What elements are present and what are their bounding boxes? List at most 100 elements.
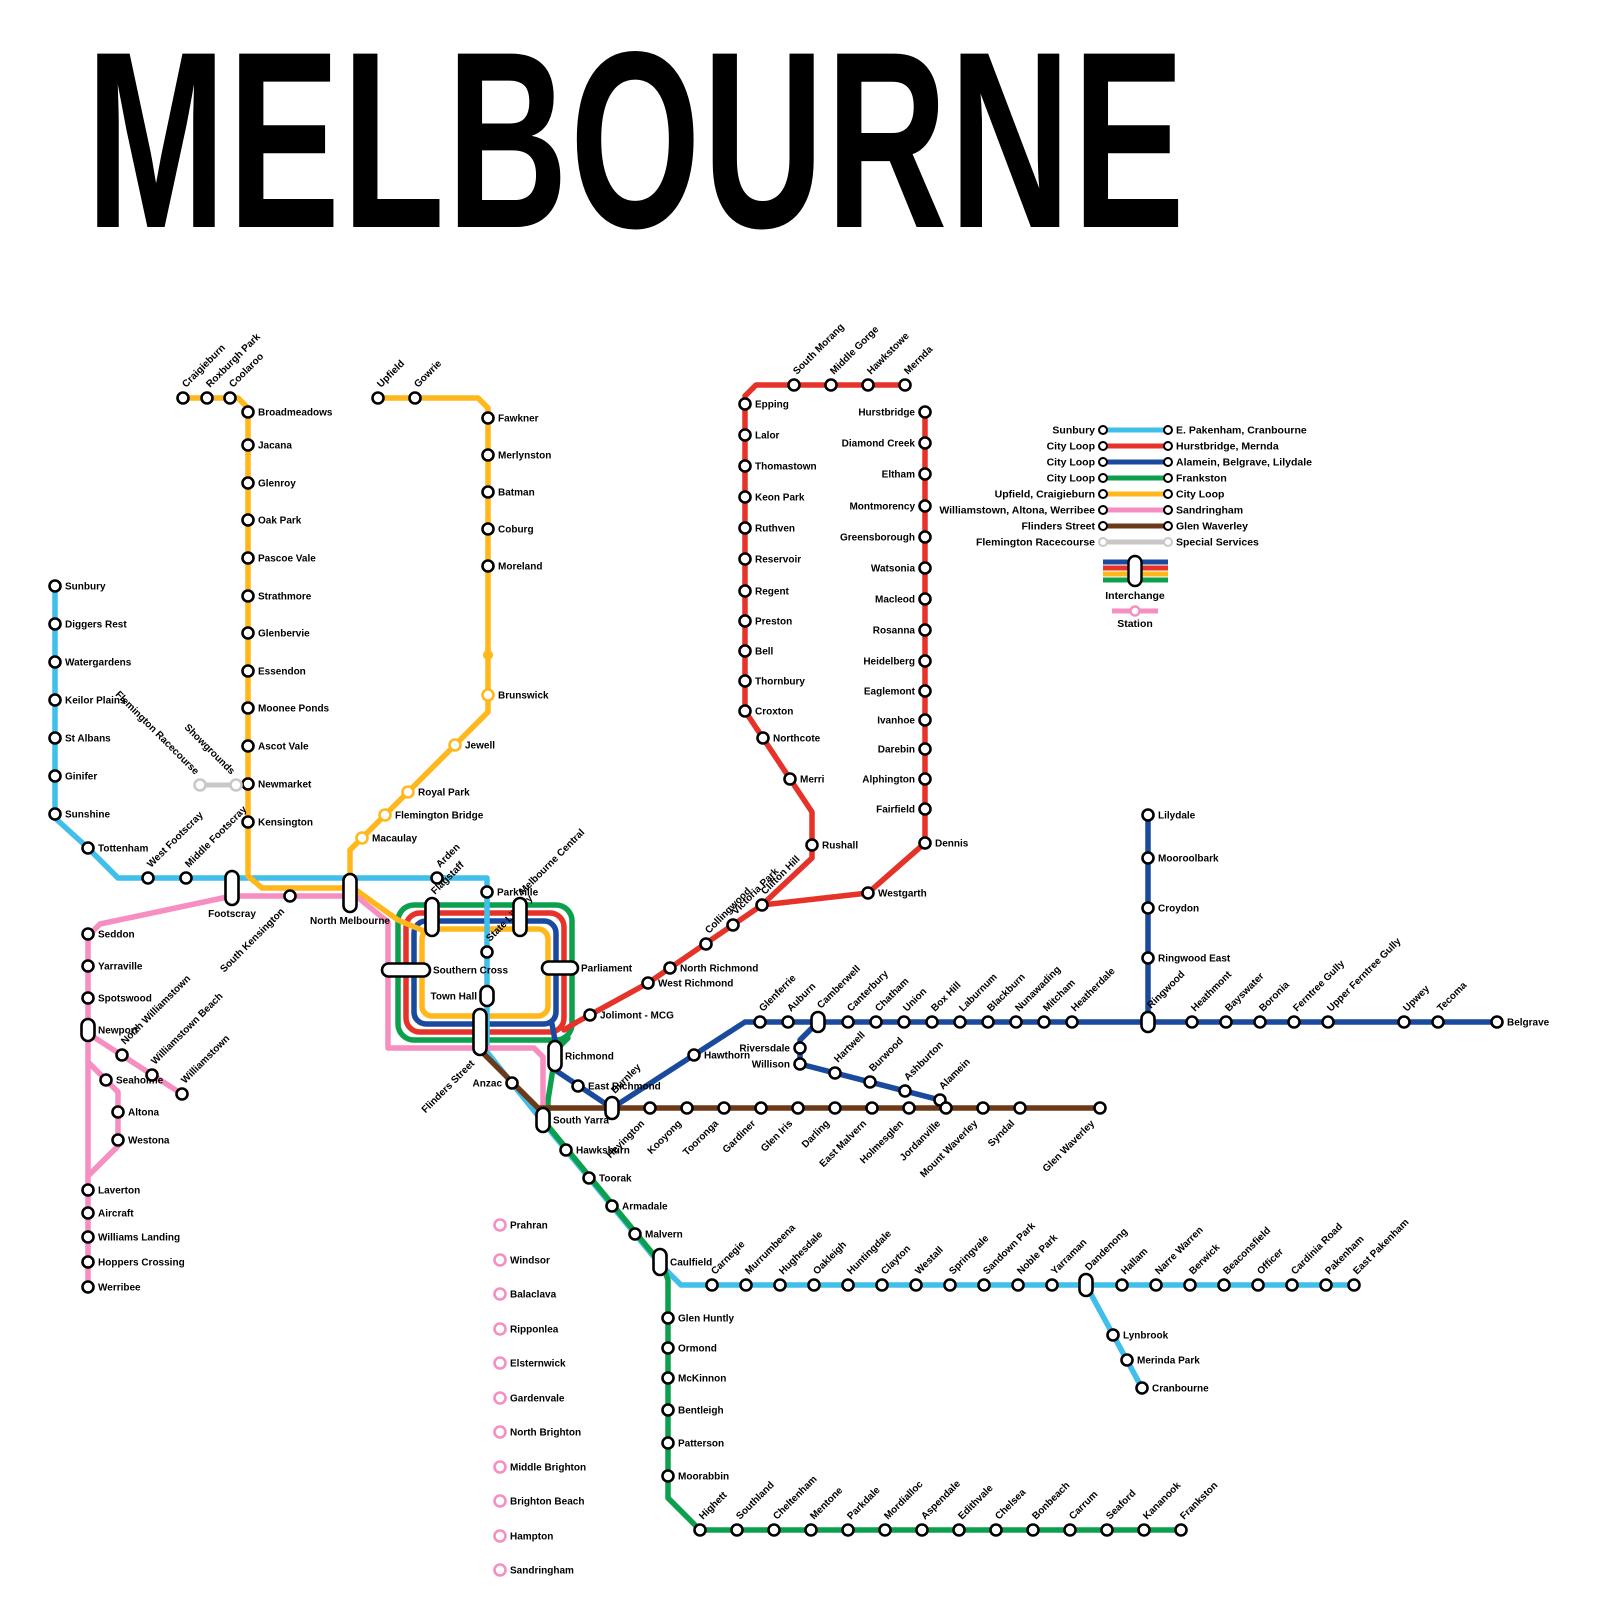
station-beaconsfield: Beaconsfield <box>1217 1225 1273 1292</box>
station-label: Essendon <box>258 667 306 678</box>
station-label: Rosanna <box>873 626 916 637</box>
station-hurstbridge: Hurstbridge <box>858 405 932 419</box>
station-label: Williamstown <box>179 1033 232 1086</box>
station-hoppers-crossing: Hoppers Crossing <box>81 1255 185 1269</box>
station-label: Box Hill <box>929 980 963 1014</box>
station-brighton-beach: Brighton Beach <box>493 1494 584 1508</box>
line-werribee-williamstown-altona-3 <box>353 893 546 1113</box>
station-label: McKinnon <box>678 1374 726 1385</box>
station-werribee: Werribee <box>81 1280 141 1294</box>
station-label: Riversdale <box>739 1044 790 1055</box>
station-label: Chelsea <box>993 1487 1028 1522</box>
station-mount-waverley: Mount Waverley <box>918 1101 990 1180</box>
station-flemington-bridge: Flemington Bridge <box>378 808 484 822</box>
station-label: Bonbeach <box>1030 1480 1072 1522</box>
station-label: Bell <box>755 647 774 658</box>
station-thornbury: Thornbury <box>738 674 805 688</box>
legend-right-label: E. Pakenham, Cranbourne <box>1176 425 1307 437</box>
station-dennis: Dennis <box>918 836 969 850</box>
station-label: Oak Park <box>258 516 302 527</box>
legend-endpoint-icon <box>1098 505 1108 515</box>
station-label: Merri <box>800 775 825 786</box>
station-label: Croydon <box>1158 904 1199 915</box>
station-label: Ringwood <box>1145 969 1187 1011</box>
station-richmond: Richmond <box>547 1039 614 1073</box>
station-label: Hurstbridge <box>858 408 915 419</box>
legend-endpoint-icon <box>1098 441 1108 451</box>
station-belgrave: Belgrave <box>1490 1015 1550 1029</box>
station-label: Richmond <box>565 1052 614 1063</box>
station-rosanna: Rosanna <box>873 623 932 637</box>
station-label: Footscray <box>208 909 256 920</box>
station-regent: Regent <box>738 584 790 598</box>
station-label: Seaford <box>1104 1488 1138 1522</box>
station-anzac: Anzac <box>473 1076 519 1090</box>
legend-left-label: Flemington Racecourse <box>976 537 1095 549</box>
station-label: Clayton <box>879 1243 913 1277</box>
legend-endpoint-icon <box>1163 505 1173 515</box>
station-label: Glenbervie <box>258 629 310 640</box>
station-westgarth: Westgarth <box>861 886 927 900</box>
station-label: Fawkner <box>498 414 539 425</box>
station-st-albans: St Albans <box>48 731 111 745</box>
station-watsonia: Watsonia <box>871 561 932 575</box>
station-label: Newmarket <box>258 780 312 791</box>
station-label: Parkville <box>497 888 539 899</box>
line-craigieburn-upfield-2 <box>353 887 427 934</box>
station-diamond-creek: Diamond Creek <box>842 436 932 450</box>
station-caulfield: Caulfield <box>652 1247 712 1277</box>
station-label: Southern Cross <box>433 966 508 977</box>
station-sunshine: Sunshine <box>48 807 110 821</box>
station-label: Laverton <box>98 1186 140 1197</box>
station-ascot-vale: Ascot Vale <box>241 739 309 753</box>
station-newmarket: Newmarket <box>241 777 312 791</box>
station-label: Eltham <box>882 470 915 481</box>
station-glen-waverley: Glen Waverley <box>1041 1101 1107 1175</box>
station-strathmore: Strathmore <box>241 589 312 603</box>
station-label: Hartwell <box>832 1030 867 1065</box>
legend-endpoint-icon <box>1163 537 1173 547</box>
station-label: Cranbourne <box>1152 1384 1209 1395</box>
station-label: Reservoir <box>755 555 801 566</box>
station-label: Lilydale <box>1158 811 1196 822</box>
legend-endpoint-icon <box>1163 521 1173 531</box>
station-label: Westona <box>128 1136 170 1147</box>
station-eltham: Eltham <box>882 467 932 481</box>
station-label: Watsonia <box>871 564 916 575</box>
station-label: Seddon <box>98 930 135 941</box>
legend-right-label: Sandringham <box>1176 505 1243 517</box>
station-label: Preston <box>755 617 792 628</box>
station-label: Gowrie <box>412 358 444 390</box>
station-label: Sunbury <box>65 582 106 593</box>
station-label: Ormond <box>678 1344 717 1355</box>
station-label: Bentleigh <box>678 1406 724 1417</box>
station-label: West Richmond <box>658 979 733 990</box>
station-label: Syndal <box>986 1118 1017 1149</box>
legend-right-label: Frankston <box>1176 473 1227 485</box>
station-east-pakenham: East Pakenham <box>1347 1217 1411 1292</box>
station-spotswood: Spotswood <box>81 991 152 1005</box>
station-label: Ivanhoe <box>877 716 915 727</box>
station-tottenham: Tottenham <box>81 841 148 855</box>
station-west-footscray: West Footscray <box>141 810 206 885</box>
station-label: Mooroolbark <box>1158 854 1219 865</box>
station-label: Toorak <box>599 1174 632 1185</box>
legend-endpoint-icon <box>1098 473 1108 483</box>
station-label: Ascot Vale <box>258 742 309 753</box>
station-armadale: Armadale <box>605 1199 668 1213</box>
station-mckinnon: McKinnon <box>661 1371 726 1385</box>
legend-left-label: City Loop <box>1047 441 1095 453</box>
station-label: Tooronga <box>681 1118 721 1158</box>
station-label: Diamond Creek <box>842 439 916 450</box>
station-cranbourne: Cranbourne <box>1135 1381 1209 1395</box>
station-label: Westgarth <box>878 889 927 900</box>
station-fairfield: Fairfield <box>876 802 932 816</box>
station-label: Parkdale <box>845 1485 883 1523</box>
station-north-richmond: North Richmond <box>663 961 758 975</box>
station-label: Anzac <box>473 1079 503 1090</box>
legend-left-label: Williamstown, Altona, Werribee <box>939 505 1095 517</box>
station-label: Willison <box>752 1060 790 1071</box>
station-williams-landing: Williams Landing <box>81 1230 180 1244</box>
station-label: Moorabbin <box>678 1472 729 1483</box>
station-label: Sandringham <box>510 1566 574 1577</box>
